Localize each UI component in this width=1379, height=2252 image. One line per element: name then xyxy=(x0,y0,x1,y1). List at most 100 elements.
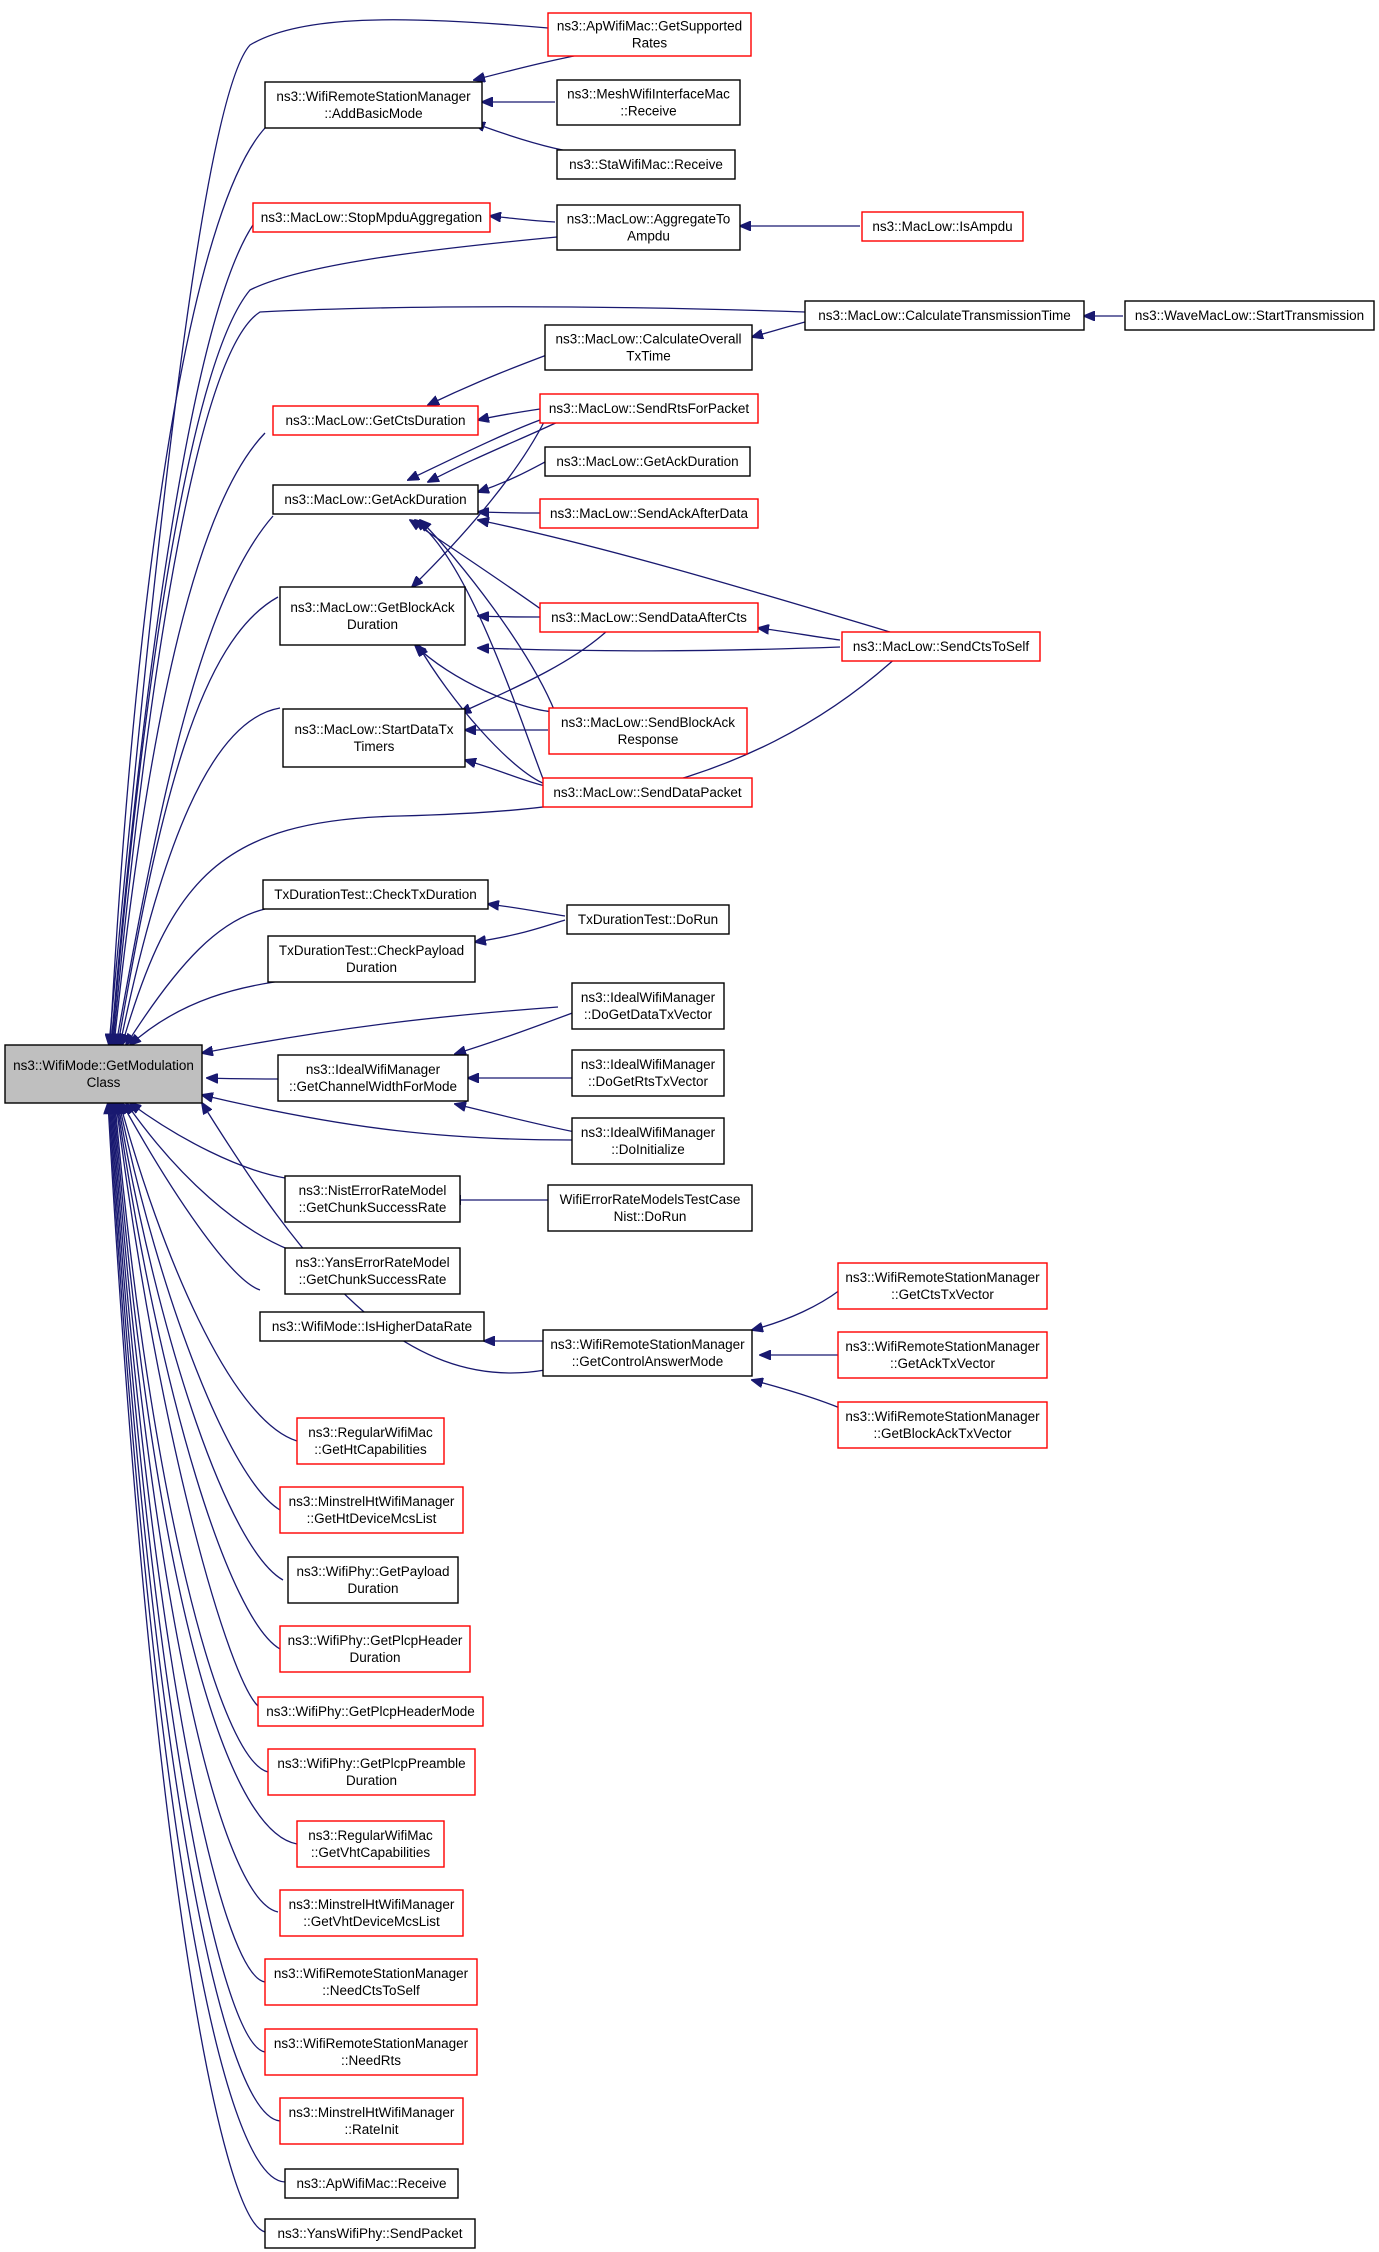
node-sendctstoself[interactable]: ns3::MacLow::SendCtsToSelf xyxy=(841,631,1041,662)
node-ap-recv[interactable]: ns3::ApWifiMac::Receive xyxy=(284,2168,459,2199)
node-regular-vht[interactable]: ns3::RegularWifiMac::GetVhtCapabilities xyxy=(296,1820,445,1868)
node-box[interactable] xyxy=(279,586,466,646)
node-box[interactable] xyxy=(544,446,751,477)
node-box[interactable] xyxy=(282,708,466,768)
node-wrsm-addbasic[interactable]: ns3::WifiRemoteStationManager::AddBasicM… xyxy=(264,81,483,129)
node-wrsm-ack[interactable]: ns3::WifiRemoteStationManager::GetAckTxV… xyxy=(837,1331,1048,1379)
node-ideal-data[interactable]: ns3::IdealWifiManager::DoGetDataTxVector xyxy=(571,982,725,1030)
node-dorun[interactable]: TxDurationTest::DoRun xyxy=(566,904,730,935)
node-stopmpdu[interactable]: ns3::MacLow::StopMpduAggregation xyxy=(252,202,491,233)
node-mesh-recv[interactable]: ns3::MeshWifiInterfaceMac::Receive xyxy=(556,79,741,126)
node-box[interactable] xyxy=(287,1556,459,1604)
node-box[interactable] xyxy=(267,935,476,983)
node-box[interactable] xyxy=(539,393,759,424)
node-box[interactable] xyxy=(542,1329,753,1377)
node-box[interactable] xyxy=(539,602,759,633)
node-box[interactable] xyxy=(279,1889,464,1937)
node-ideal-chan[interactable]: ns3::IdealWifiManager::GetChannelWidthFo… xyxy=(277,1054,469,1102)
node-box[interactable] xyxy=(252,202,491,233)
node-getack[interactable]: ns3::MacLow::GetAckDuration xyxy=(272,484,479,515)
node-getcts[interactable]: ns3::MacLow::GetCtsDuration xyxy=(272,405,479,436)
node-sta-recv[interactable]: ns3::StaWifiMac::Receive xyxy=(556,149,736,180)
node-minstrel-vht[interactable]: ns3::MinstrelHtWifiManager::GetVhtDevice… xyxy=(279,1889,464,1937)
node-sendackafter[interactable]: ns3::MacLow::SendAckAfterData xyxy=(539,498,759,529)
node-box[interactable] xyxy=(272,405,479,436)
node-box[interactable] xyxy=(264,81,483,129)
node-nist-chunk[interactable]: ns3::NistErrorRateModel::GetChunkSuccess… xyxy=(284,1175,461,1223)
node-yans-send[interactable]: ns3::YansWifiPhy::SendPacket xyxy=(264,2218,476,2249)
node-box[interactable] xyxy=(547,1184,753,1232)
node-box[interactable] xyxy=(539,498,759,529)
node-yans-chunk[interactable]: ns3::YansErrorRateModel::GetChunkSuccess… xyxy=(284,1247,461,1295)
node-box[interactable] xyxy=(296,1417,445,1465)
node-senddataafter[interactable]: ns3::MacLow::SendDataAfterCts xyxy=(539,602,759,633)
node-box[interactable] xyxy=(4,1044,203,1104)
node-box[interactable] xyxy=(272,484,479,515)
node-box[interactable] xyxy=(837,1262,1048,1310)
node-senddatapkt[interactable]: ns3::MacLow::SendDataPacket xyxy=(542,777,753,808)
node-box[interactable] xyxy=(841,631,1041,662)
node-box[interactable] xyxy=(556,149,736,180)
node-isampdu[interactable]: ns3::MacLow::IsAmpdu xyxy=(861,211,1024,242)
node-wrsm-needrts[interactable]: ns3::WifiRemoteStationManager::NeedRts xyxy=(264,2028,478,2076)
node-ishigher[interactable]: ns3::WifiMode::IsHigherDataRate xyxy=(259,1311,485,1342)
node-box[interactable] xyxy=(267,1748,476,1796)
node-box[interactable] xyxy=(556,204,741,251)
node-box[interactable] xyxy=(264,2028,478,2076)
node-box[interactable] xyxy=(279,1625,471,1673)
node-box[interactable] xyxy=(264,2218,476,2249)
node-box[interactable] xyxy=(837,1401,1048,1449)
node-box[interactable] xyxy=(1124,300,1375,331)
node-box[interactable] xyxy=(277,1054,469,1102)
node-box[interactable] xyxy=(571,982,725,1030)
node-minstrel-ht[interactable]: ns3::MinstrelHtWifiManager::GetHtDeviceM… xyxy=(279,1486,464,1534)
node-box[interactable] xyxy=(548,707,748,755)
node-box[interactable] xyxy=(284,1175,461,1223)
node-box[interactable] xyxy=(262,879,489,910)
node-sendrts[interactable]: ns3::MacLow::SendRtsForPacket xyxy=(539,393,759,424)
node-box[interactable] xyxy=(296,1820,445,1868)
node-phy-plcpmode[interactable]: ns3::WifiPhy::GetPlcpHeaderMode xyxy=(257,1696,484,1727)
node-box[interactable] xyxy=(861,211,1024,242)
node-ideal-rts[interactable]: ns3::IdealWifiManager::DoGetRtsTxVector xyxy=(571,1049,725,1097)
node-wrsm-cts[interactable]: ns3::WifiRemoteStationManager::GetCtsTxV… xyxy=(837,1262,1048,1310)
node-box[interactable] xyxy=(279,1486,464,1534)
node-box[interactable] xyxy=(571,1117,725,1165)
node-wave-start[interactable]: ns3::WaveMacLow::StartTransmission xyxy=(1124,300,1375,331)
node-box[interactable] xyxy=(264,1958,478,2006)
node-box[interactable] xyxy=(804,300,1085,331)
node-box[interactable] xyxy=(542,777,753,808)
node-box[interactable] xyxy=(259,1311,485,1342)
node-box[interactable] xyxy=(544,324,753,371)
node-checktx[interactable]: TxDurationTest::CheckTxDuration xyxy=(262,879,489,910)
node-calctrans[interactable]: ns3::MacLow::CalculateTransmissionTime xyxy=(804,300,1085,331)
node-box[interactable] xyxy=(279,2097,464,2145)
node-ideal-init[interactable]: ns3::IdealWifiManager::DoInitialize xyxy=(571,1117,725,1165)
node-box[interactable] xyxy=(284,1247,461,1295)
node-box[interactable] xyxy=(571,1049,725,1097)
node-box[interactable] xyxy=(257,1696,484,1727)
node-wrsm-blockack[interactable]: ns3::WifiRemoteStationManager::GetBlockA… xyxy=(837,1401,1048,1449)
node-box[interactable] xyxy=(556,79,741,126)
node-box[interactable] xyxy=(547,12,752,57)
node-getack2[interactable]: ns3::MacLow::GetAckDuration xyxy=(544,446,751,477)
node-minstrel-rate[interactable]: ns3::MinstrelHtWifiManager::RateInit xyxy=(279,2097,464,2145)
node-regular-ht[interactable]: ns3::RegularWifiMac::GetHtCapabilities xyxy=(296,1417,445,1465)
node-wrsm-ctrl[interactable]: ns3::WifiRemoteStationManager::GetContro… xyxy=(542,1329,753,1377)
node-wrsm-needcts[interactable]: ns3::WifiRemoteStationManager::NeedCtsTo… xyxy=(264,1958,478,2006)
node-box[interactable] xyxy=(284,2168,459,2199)
node-box[interactable] xyxy=(566,904,730,935)
node-box[interactable] xyxy=(837,1331,1048,1379)
